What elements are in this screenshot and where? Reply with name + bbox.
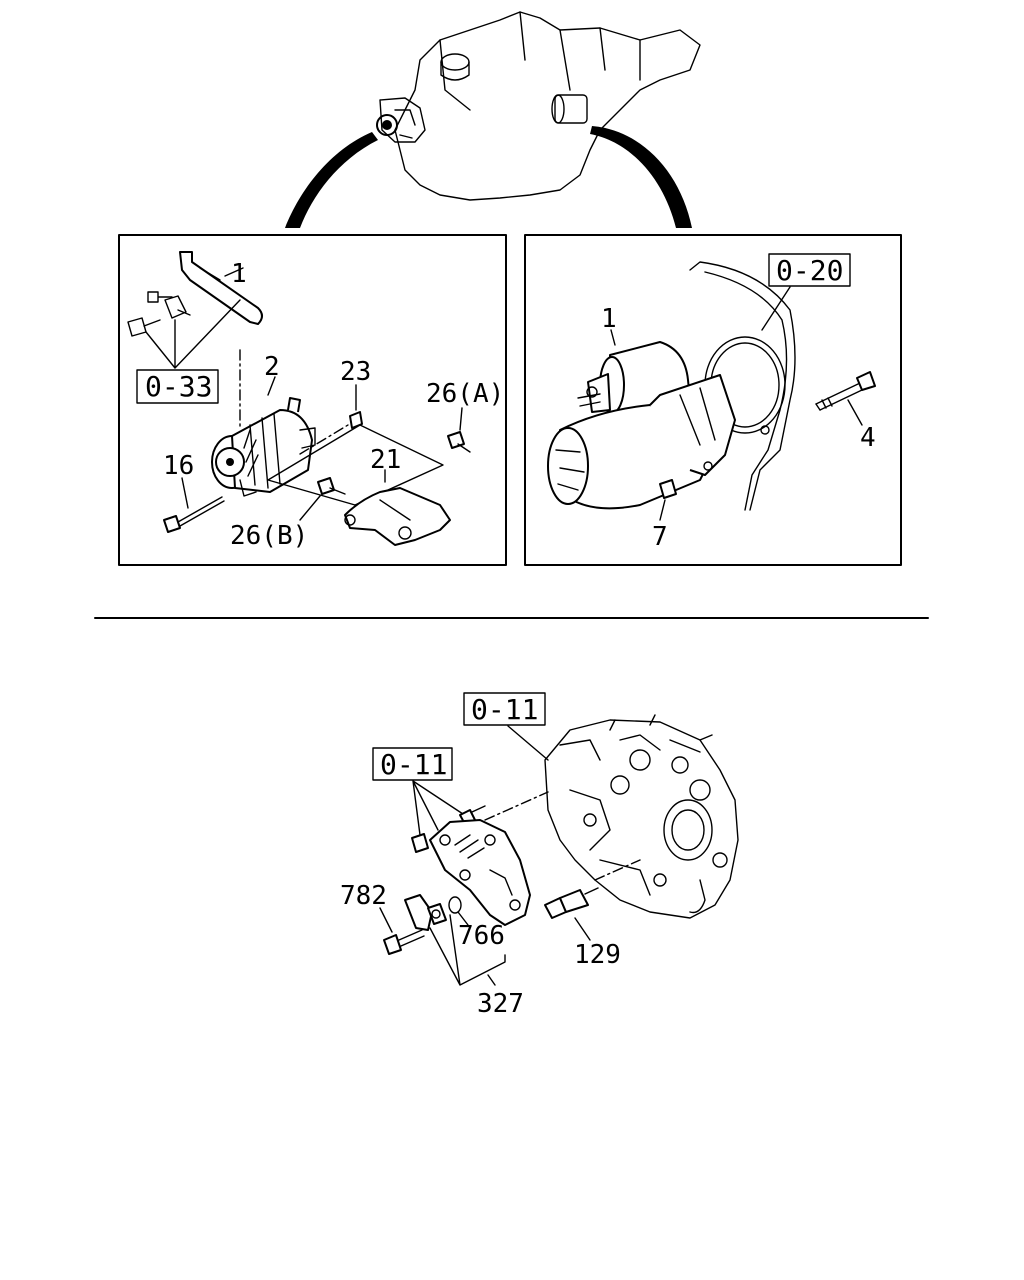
- callout-starter-1: 1: [601, 304, 617, 334]
- switch-129: [544, 887, 599, 919]
- sensor-327: [404, 894, 447, 931]
- alternator-panel: 1 0-33 2 23 26(A): [118, 234, 507, 566]
- engine-overview: [285, 11, 701, 228]
- engine-alternator-marker: [376, 97, 426, 143]
- callout-sensor-129: 129: [574, 940, 621, 970]
- starter-panel-frame: [524, 234, 902, 566]
- callout-alt-1: 1: [231, 259, 247, 289]
- ref-label-0-11-left: 0-11: [380, 748, 447, 781]
- alternator-body: [211, 397, 316, 497]
- callout-alt-26b: 26(B): [230, 521, 308, 551]
- cover-plate: [429, 819, 531, 926]
- callout-starter-7: 7: [652, 522, 668, 552]
- ref-label-0-11-top: 0-11: [471, 693, 538, 726]
- engine-block: [544, 714, 739, 919]
- callout-alt-26a: 26(A): [426, 379, 504, 409]
- adjust-bracket-21: [344, 487, 451, 546]
- bolt-782: [383, 929, 425, 955]
- callout-sensor-782: 782: [340, 881, 387, 911]
- alternator-panel-frame: [118, 234, 507, 566]
- ref-box-0-20[interactable]: [768, 253, 851, 287]
- starter-panel: 0-20 1 4 7: [524, 234, 902, 566]
- starter-motor: [547, 341, 770, 510]
- right-swoosh-arrow: [590, 126, 692, 228]
- callout-sensor-766: 766: [458, 921, 505, 951]
- o-ring-766: [448, 896, 462, 914]
- starter-bolt-4: [815, 371, 876, 411]
- ref-box-0-11-left[interactable]: [372, 747, 453, 781]
- callout-alt-23: 23: [340, 357, 371, 387]
- sensor-section: 0-11 0-11: [340, 692, 739, 1019]
- callout-alt-2: 2: [264, 352, 280, 382]
- callout-starter-4: 4: [860, 423, 876, 453]
- ref-box-0-11-top[interactable]: [463, 692, 546, 726]
- left-swoosh-arrow: [285, 132, 378, 228]
- callout-sensor-327: 327: [477, 989, 524, 1019]
- ref-label-0-33: 0-33: [145, 370, 212, 403]
- ref-label-0-20: 0-20: [776, 254, 843, 287]
- callout-alt-16: 16: [163, 451, 194, 481]
- ref-box-0-33[interactable]: [136, 369, 219, 404]
- callout-alt-21: 21: [370, 445, 401, 475]
